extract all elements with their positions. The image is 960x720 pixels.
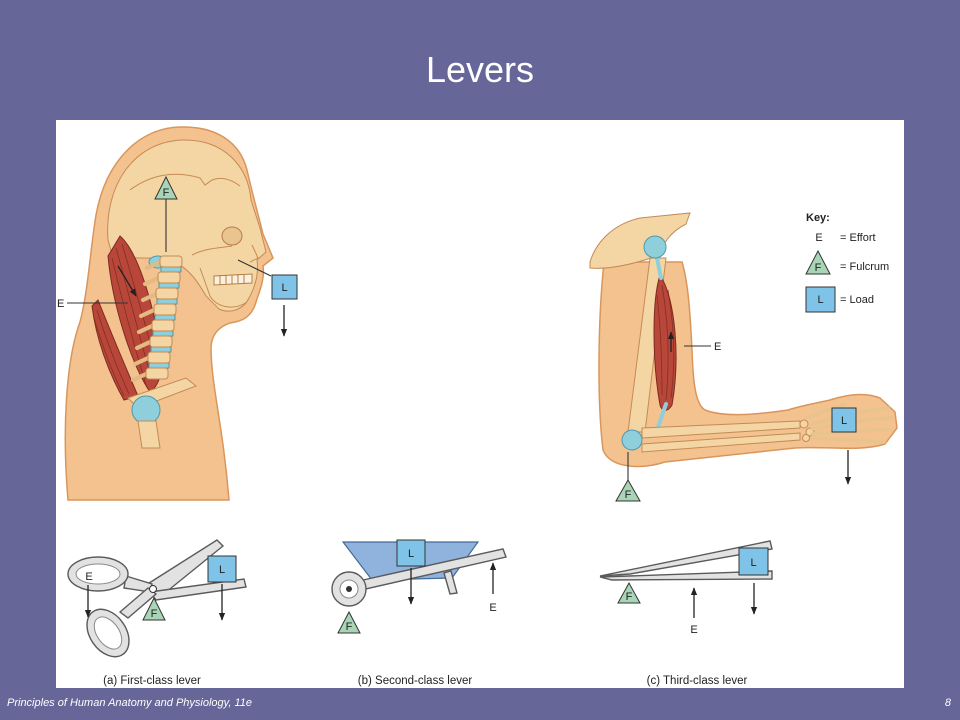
third-class-fulcrum-label: F [626, 591, 633, 603]
arm-fulcrum-symbol [615, 478, 641, 502]
head-fulcrum-label: F [163, 187, 170, 199]
first-class-load-symbol [207, 555, 237, 583]
intervertebral-disc [160, 266, 182, 273]
key-load-symbol: L [817, 294, 823, 306]
trapezius-muscle [91, 299, 139, 401]
nasal-aperture [249, 244, 259, 263]
arm-load-symbol [831, 407, 857, 433]
tweezers-upper-arm [599, 540, 773, 577]
biceps-upper-tendon [655, 256, 663, 280]
key-load-square [805, 286, 836, 313]
vertebra [147, 351, 171, 364]
third-class-load-symbol [738, 547, 769, 576]
second-class-fulcrum-symbol [337, 610, 361, 634]
third-class-load-label: L [750, 557, 756, 569]
head-neck-illustration: F E L [57, 126, 298, 501]
arm-effort-label: E [714, 341, 721, 353]
wheelbarrow-leg [443, 570, 458, 595]
first-class-effort-label: E [85, 571, 92, 583]
mandible [199, 267, 248, 308]
footer-citation: Principles of Human Anatomy and Physiolo… [7, 697, 252, 709]
humeral-head [643, 235, 667, 259]
first-class-fulcrum-label: F [151, 608, 158, 620]
intervertebral-disc [158, 282, 180, 289]
third-class-fulcrum-symbol [617, 581, 641, 604]
intervertebral-disc [156, 298, 178, 305]
third-class-caption: (c) Third-class lever [647, 675, 748, 687]
cervical-spine [131, 255, 183, 382]
key-fulcrum-symbol: F [815, 262, 822, 274]
vertebra [159, 255, 183, 268]
wheelbarrow-axle [346, 586, 352, 592]
zygomatic-arch [191, 245, 233, 256]
scissors-lower-handle-hole [93, 616, 123, 650]
vertebra [153, 303, 177, 316]
spinous-processes [131, 260, 162, 382]
vertebra [149, 335, 173, 348]
teeth [213, 273, 253, 286]
first-class-lever-scissors: E F L (a) First-class lever [67, 539, 247, 687]
key-fulcrum-triangle [805, 249, 831, 275]
slide-title: Levers [425, 49, 535, 90]
scissors-pivot [149, 585, 157, 593]
second-class-load-label: L [408, 548, 414, 560]
scissors-upper-handle-hole [75, 563, 121, 585]
first-class-fulcrum-symbol [142, 596, 166, 621]
elbow-joint [621, 429, 643, 451]
second-class-fulcrum-label: F [346, 621, 353, 633]
head-load-label: L [281, 282, 287, 294]
third-class-effort-label: E [690, 624, 697, 636]
key-heading: Key: [806, 212, 830, 224]
intervertebral-disc [148, 362, 170, 369]
second-class-load-symbol [396, 539, 426, 567]
arm-illustration: E L F [589, 212, 898, 502]
hand-bones [804, 402, 894, 444]
intervertebral-disc [152, 330, 174, 337]
key-fulcrum-label: = Fulcrum [840, 261, 889, 273]
first-class-load-label: L [219, 564, 225, 576]
legend-key: Key: E = Effort F = Fulcrum L = Load [805, 212, 889, 313]
head-effort-arrow [117, 265, 137, 297]
humeral-head [131, 395, 161, 425]
key-effort-symbol: E [815, 232, 822, 244]
key-effort-label: = Effort [840, 232, 876, 244]
biceps-fibers [656, 284, 675, 401]
head-effort-label: E [57, 298, 64, 310]
scissors-lower-shank [118, 587, 158, 619]
ulna [641, 432, 801, 453]
arm-load-label: L [841, 415, 847, 427]
carpal [799, 419, 809, 429]
second-class-effort-label: E [489, 602, 496, 614]
key-load-label: = Load [840, 294, 874, 306]
carpal [802, 434, 810, 442]
intervertebral-disc [150, 346, 172, 353]
vertebra [157, 271, 181, 284]
second-class-lever-wheelbarrow: L F E (b) Second-class lever [331, 539, 507, 687]
second-class-caption: (b) Second-class lever [358, 675, 473, 687]
scapula [589, 212, 691, 269]
third-class-lever-tweezers: L F E (c) Third-class lever [599, 540, 773, 687]
vertebra [145, 367, 169, 380]
head-load-line [237, 259, 272, 277]
head-fulcrum-symbol [154, 175, 178, 200]
arm-fulcrum-label: F [625, 489, 632, 501]
first-class-caption: (a) First-class lever [103, 675, 201, 687]
vertebra [155, 287, 179, 300]
intervertebral-disc [154, 314, 176, 321]
vertebra [151, 319, 175, 332]
biceps-lower-tendon [655, 402, 668, 432]
radius [641, 420, 801, 439]
trapezius-fibers [93, 309, 130, 397]
humerus-stub [137, 420, 161, 449]
arm-skin-silhouette [598, 261, 898, 468]
head-load-symbol [271, 274, 298, 300]
eye-orbit [221, 226, 243, 246]
cranial-suture [129, 173, 241, 191]
page-number: 8 [944, 697, 951, 709]
tweezers-lower-arm [599, 570, 773, 581]
